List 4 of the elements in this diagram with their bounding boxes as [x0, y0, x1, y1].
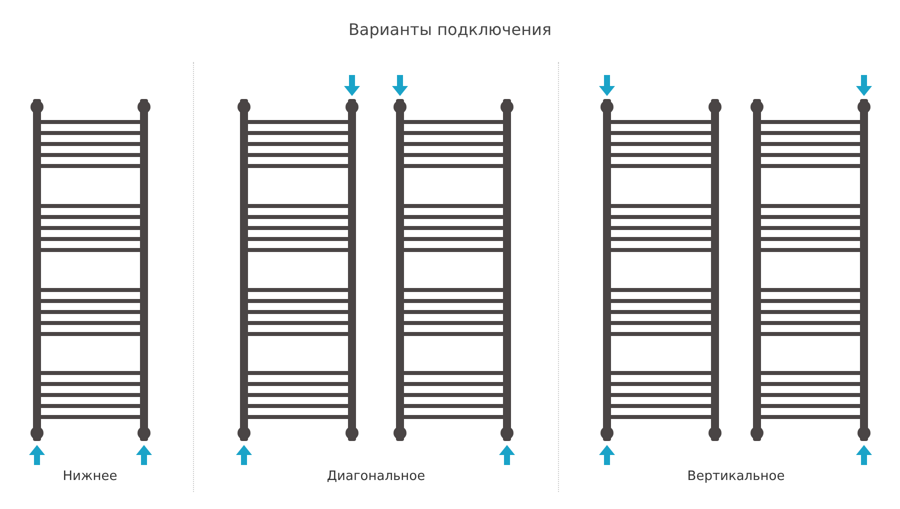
variant-caption: Вертикальное — [687, 469, 785, 484]
variant-caption: Диагональное — [326, 469, 426, 484]
diagram-title: Варианты подключения — [348, 20, 552, 39]
variant-caption: Нижнее — [62, 469, 118, 484]
